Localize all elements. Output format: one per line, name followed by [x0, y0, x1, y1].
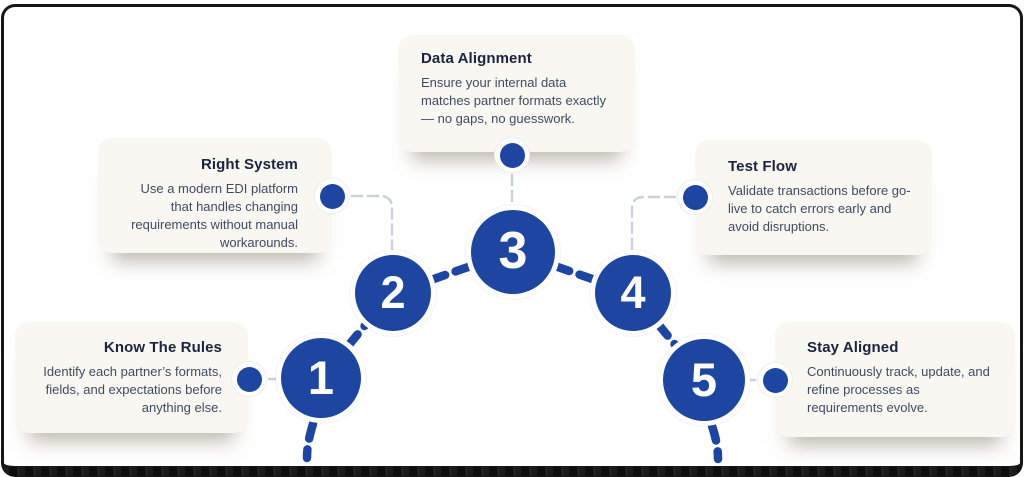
step-number: 5 — [690, 352, 718, 406]
connector-dot-stay-aligned — [757, 362, 793, 398]
connector-dot-test-flow — [677, 179, 713, 215]
step-circle-5: 5 — [663, 339, 745, 421]
dot-fill — [236, 366, 262, 392]
step-number: 3 — [498, 222, 528, 280]
dot-fill — [319, 183, 345, 209]
step-description: Validate transactions before go-live to … — [728, 183, 911, 234]
step-description: Identify each partner’s formats, fields,… — [43, 364, 222, 415]
step-title: Test Flow — [728, 158, 797, 175]
arc-tail-right — [707, 421, 723, 464]
dot-fill — [682, 184, 708, 210]
dot-fill — [762, 367, 788, 393]
connector-dot-right-system — [314, 178, 350, 214]
connector-dot-know-the-rules — [231, 361, 267, 397]
arc-segment-3-4 — [550, 261, 600, 285]
step-title: Right System — [200, 156, 298, 173]
step-title: Data Alignment — [421, 50, 532, 67]
arc-segment-4-5 — [653, 319, 682, 352]
connector-test-flow — [630, 195, 677, 253]
step-title: Stay Aligned — [807, 339, 899, 356]
step-card-data-alignment: Data Alignment Ensure your internal data… — [398, 35, 635, 152]
arc-tail-left — [302, 419, 318, 463]
connector-right-system — [350, 194, 394, 253]
dot-fill — [499, 142, 525, 168]
step-card-right-system: Right System Use a modern EDI platform t… — [98, 138, 332, 253]
step-number: 2 — [380, 266, 406, 318]
step-card-stay-aligned: Stay Aligned Continuously track, update,… — [775, 322, 1015, 437]
step-circle-2: 2 — [355, 255, 431, 331]
step-card-test-flow: Test Flow Validate transactions before g… — [695, 140, 932, 255]
step-title: Know The Rules — [103, 339, 222, 356]
step-description: Ensure your internal data matches partne… — [421, 75, 606, 126]
step-number: 4 — [620, 266, 646, 318]
step-circle-1: 1 — [281, 338, 361, 418]
step-circle-3: 3 — [471, 210, 555, 294]
step-description: Continuously track, update, and refine p… — [807, 364, 990, 415]
connector-dot-data-alignment — [494, 137, 530, 173]
step-number: 1 — [307, 350, 335, 404]
arc-segment-1-2 — [343, 318, 372, 351]
step-description: Use a modern EDI platform that handles c… — [131, 181, 298, 250]
step-circle-4: 4 — [595, 255, 671, 331]
arc-segment-2-3 — [426, 261, 476, 285]
step-card-know-the-rules: Know The Rules Identify each partner’s f… — [15, 322, 248, 433]
